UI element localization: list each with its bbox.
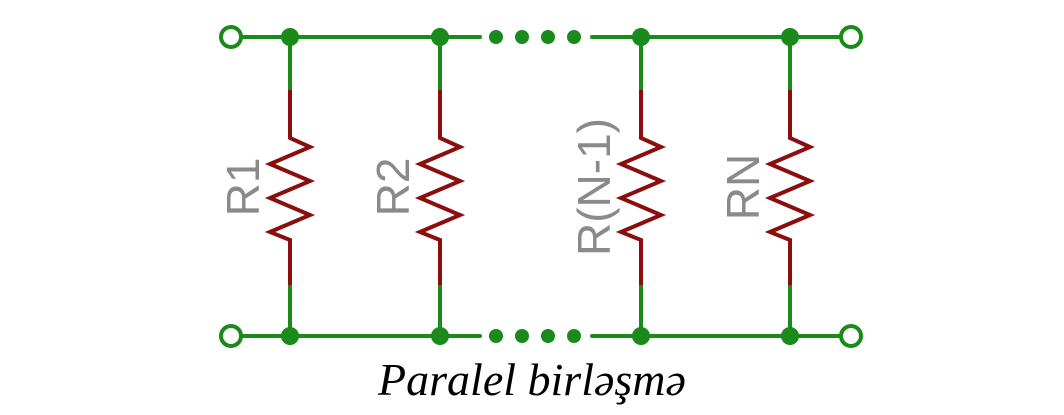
junction-node (781, 28, 799, 46)
ellipsis-dot-top (567, 30, 581, 44)
resistor-label: RN (717, 154, 769, 220)
diagram-caption: Paralel birləşmə (378, 354, 686, 405)
junction-node (281, 28, 299, 46)
junction-node (632, 327, 650, 345)
terminals (219, 25, 863, 348)
branch-r1: R1 (217, 28, 316, 345)
resistor-r1 (264, 90, 316, 285)
terminal-top-right (839, 25, 863, 49)
resistor-r2 (414, 90, 466, 285)
branch-rn: RN (717, 28, 816, 345)
ellipsis-dot-bottom (515, 329, 529, 343)
ellipsis-dot-top (515, 30, 529, 44)
junction-node (781, 327, 799, 345)
resistor-label: R(N-1) (568, 118, 620, 256)
ellipsis-dot-bottom (541, 329, 555, 343)
resistor-label: R1 (217, 158, 269, 217)
branch-r-n-minus-1: R(N-1) (568, 28, 667, 345)
resistor-rn (764, 90, 816, 285)
resistor-r-n-minus-1 (615, 90, 667, 285)
junction-node (431, 28, 449, 46)
terminal-bottom-right (839, 324, 863, 348)
ellipsis-dots (489, 30, 581, 343)
ellipsis-dot-top (489, 30, 503, 44)
ellipsis-dot-bottom (489, 329, 503, 343)
junction-node (281, 327, 299, 345)
junction-node (431, 327, 449, 345)
ellipsis-dot-top (541, 30, 555, 44)
terminal-top-left (219, 25, 243, 49)
junction-node (632, 28, 650, 46)
terminal-bottom-left (219, 324, 243, 348)
resistor-label: R2 (367, 158, 419, 217)
branch-r2: R2 (367, 28, 466, 345)
ellipsis-dot-bottom (567, 329, 581, 343)
